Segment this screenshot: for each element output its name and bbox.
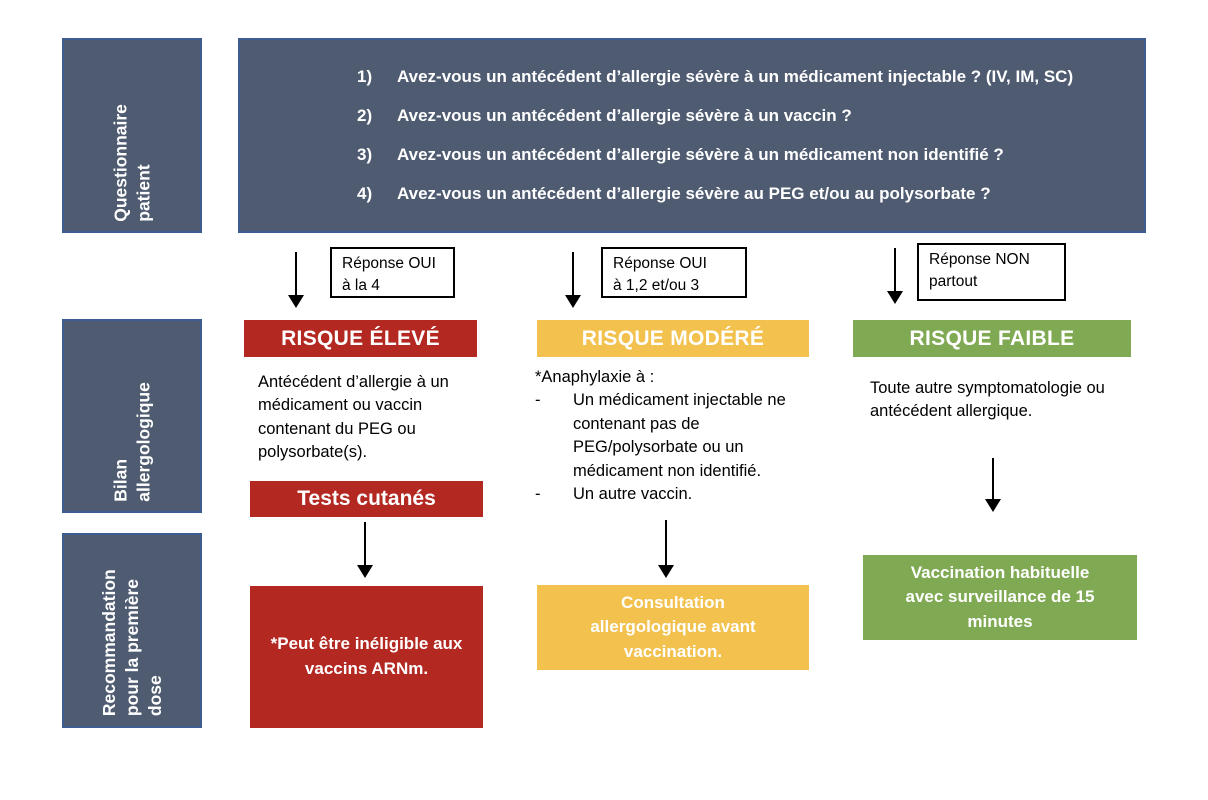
arrow-down-icon <box>288 252 304 308</box>
arrow-head <box>658 565 674 578</box>
answer-label-oui-123: Réponse OUI à 1,2 et/ou 3 <box>601 247 747 298</box>
sidebar-section-questionnaire-patient: Questionnaire patient <box>62 38 202 233</box>
arrow-shaft <box>295 252 297 296</box>
sidebar-section-recommandation: Recommandation pour la première dose <box>62 533 202 728</box>
arrow-head <box>985 499 1001 512</box>
arrow-shaft <box>572 252 574 296</box>
arrow-down-icon <box>565 252 581 308</box>
tests-cutanes-bar: Tests cutanés <box>250 481 483 517</box>
sidebar-section-bilan-allergologique: Bilan allergologique <box>62 319 202 513</box>
arrow-shaft <box>894 248 896 292</box>
recommendation-high-box: *Peut être inéligible aux vaccins ARNm. <box>250 586 483 728</box>
risk-high-description: Antécédent d’allergie à un médicament ou… <box>258 373 449 462</box>
list-item: - Un médicament injectable ne contenant … <box>535 389 823 483</box>
list-dash: - <box>535 391 541 410</box>
question-text: Avez-vous un antécédent d’allergie sévèr… <box>397 106 852 125</box>
risk-moderate-description: *Anaphylaxie à : - Un médicament injecta… <box>535 366 823 507</box>
anaphylaxie-intro: *Anaphylaxie à : <box>535 368 655 386</box>
arrow-head <box>288 295 304 308</box>
arrow-shaft <box>665 520 667 566</box>
sidebar-label-recommandation: Recommandation pour la première dose <box>98 569 165 717</box>
question-number: 4) <box>357 184 373 203</box>
question-row-4: 4) Avez-vous un antécédent d’allergie sé… <box>357 184 1144 204</box>
question-text: Avez-vous un antécédent d’allergie sévèr… <box>397 67 1074 86</box>
question-row-1: 1) Avez-vous un antécédent d’allergie sé… <box>357 67 1144 87</box>
arrow-head <box>565 295 581 308</box>
answer-label-non-partout: Réponse NON partout <box>917 243 1066 301</box>
list-item-text: Un médicament injectable ne contenant pa… <box>573 391 786 480</box>
sidebar-label-bilan-allergologique: Bilan allergologique <box>110 382 153 502</box>
arrow-shaft <box>992 458 994 500</box>
questionnaire-box: 1) Avez-vous un antécédent d’allergie sé… <box>238 38 1146 233</box>
vertical-label-wrap: Bilan allergologique <box>64 321 200 511</box>
answer-label-oui-4: Réponse OUI à la 4 <box>330 247 455 298</box>
question-number: 2) <box>357 106 373 125</box>
question-number: 3) <box>357 145 373 164</box>
arrow-head <box>357 565 373 578</box>
question-text: Avez-vous un antécédent d’allergie sévèr… <box>397 145 1004 164</box>
risk-moderate-bar: RISQUE MODÉRÉ <box>537 320 809 357</box>
question-text: Avez-vous un antécédent d’allergie sévèr… <box>397 184 991 203</box>
arrow-shaft <box>364 522 366 566</box>
list-dash: - <box>535 485 541 504</box>
recommendation-moderate-box: Consultation allergologique avant vaccin… <box>537 585 809 670</box>
arrow-down-icon <box>658 520 674 578</box>
list-item-text: Un autre vaccin. <box>573 485 693 504</box>
arrow-down-icon <box>357 522 373 578</box>
question-row-3: 3) Avez-vous un antécédent d’allergie sé… <box>357 145 1144 165</box>
vertical-label-wrap: Recommandation pour la première dose <box>64 535 200 726</box>
question-row-2: 2) Avez-vous un antécédent d’allergie sé… <box>357 106 1144 126</box>
risk-low-description: Toute autre symptomatologie ou antécéden… <box>870 379 1105 421</box>
vertical-label-wrap: Questionnaire patient <box>64 40 200 231</box>
sidebar-label-questionnaire-patient: Questionnaire patient <box>110 103 153 222</box>
risk-high-bar: RISQUE ÉLEVÉ <box>244 320 477 357</box>
recommendation-low-box: Vaccination habituelle avec surveillance… <box>863 555 1137 640</box>
arrow-down-icon <box>985 458 1001 512</box>
arrow-head <box>887 291 903 304</box>
risk-low-bar: RISQUE FAIBLE <box>853 320 1131 357</box>
question-number: 1) <box>357 67 373 86</box>
arrow-down-icon <box>887 248 903 304</box>
list-item: - Un autre vaccin. <box>535 483 823 506</box>
